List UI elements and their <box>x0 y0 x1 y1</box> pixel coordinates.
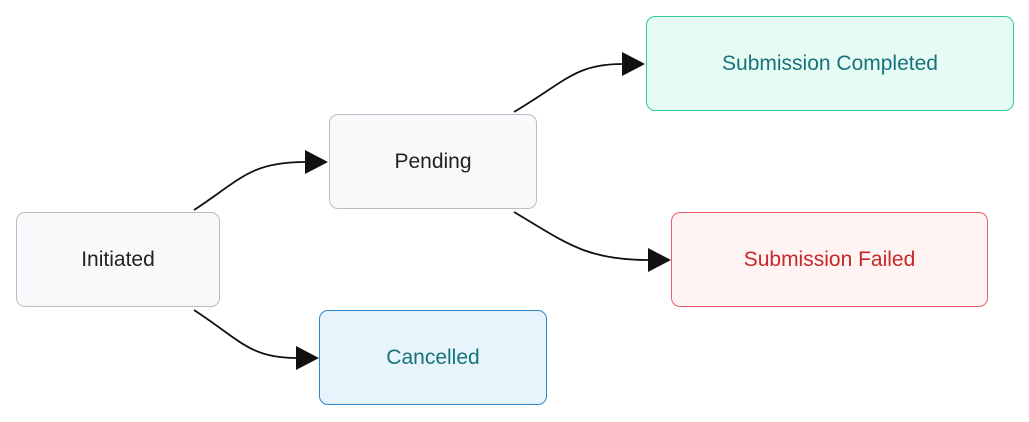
state-node-submission-completed: Submission Completed <box>646 16 1014 111</box>
state-label-initiated: Initiated <box>81 247 155 271</box>
state-label-submission-completed: Submission Completed <box>722 51 938 75</box>
edge-pending-to-failed-arrowhead <box>648 248 671 272</box>
edge-pending-to-completed <box>513 63 623 113</box>
edge-pending-to-failed <box>513 211 649 261</box>
state-node-initiated: Initiated <box>16 212 220 307</box>
state-node-pending: Pending <box>329 114 537 209</box>
state-node-submission-failed: Submission Failed <box>671 212 988 307</box>
state-label-submission-failed: Submission Failed <box>743 247 916 271</box>
state-label-pending: Pending <box>394 149 472 173</box>
edge-initiated-to-cancelled-arrowhead <box>296 346 319 370</box>
edge-initiated-to-pending <box>193 161 306 211</box>
state-label-cancelled: Cancelled <box>386 345 480 369</box>
edge-initiated-to-pending-arrowhead <box>305 150 328 174</box>
edge-initiated-to-cancelled <box>193 309 297 359</box>
state-node-cancelled: Cancelled <box>319 310 547 405</box>
edge-pending-to-completed-arrowhead <box>622 52 645 76</box>
